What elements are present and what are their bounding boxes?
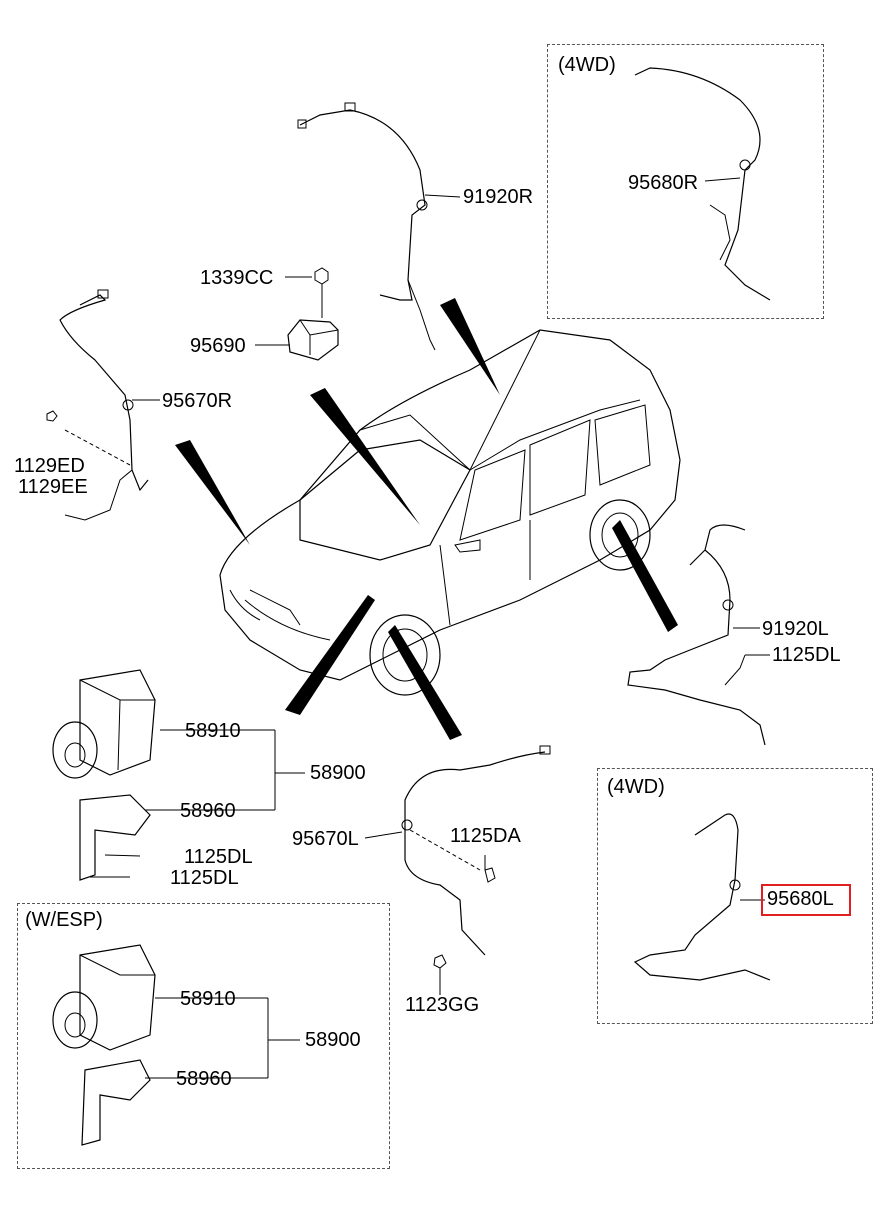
box-title-4wd-top: (4WD): [558, 54, 616, 76]
part-label-95670L: 95670L: [292, 828, 359, 850]
hecu-assembly-b: [52, 944, 300, 1146]
part-label-58900-b: 58900: [305, 1029, 361, 1051]
part-label-91920R: 91920R: [463, 186, 534, 208]
option-box-4wd-bottom: [597, 768, 873, 1024]
part-label-1125DL-right: 1125DL: [772, 644, 841, 666]
harness-95680R: [634, 67, 771, 301]
part-label-1339CC: 1339CC: [200, 267, 274, 289]
part-label-58910-b: 58910: [180, 988, 236, 1010]
harness-91920R: [297, 102, 461, 351]
part-label-95690: 95690: [190, 335, 246, 357]
box-title-wesp: (W/ESP): [25, 909, 103, 931]
harness-95670L: [364, 745, 551, 995]
part-label-58900-a: 58900: [310, 762, 366, 784]
part-label-91920L: 91920L: [762, 618, 829, 640]
harness-95670R: [46, 289, 160, 521]
part-label-1125DL-a: 1125DL: [184, 846, 253, 868]
hecu-assembly-a: [52, 669, 305, 881]
highlight-95680L: [761, 884, 851, 916]
part-label-95680L[interactable]: 95680L: [767, 888, 834, 910]
module-95690: [255, 267, 339, 361]
vehicle-illustration: [219, 329, 681, 696]
pointer-wedges: [175, 298, 678, 740]
part-label-1123GG: 1123GG: [405, 994, 480, 1016]
part-label-1129EE: 1129EE: [18, 476, 88, 498]
part-label-58960-b: 58960: [176, 1068, 232, 1090]
option-box-wesp: [17, 903, 390, 1169]
box-title-4wd-bottom: (4WD): [607, 776, 665, 798]
part-label-95670R: 95670R: [162, 390, 233, 412]
harness-95680L: [633, 813, 771, 981]
option-box-4wd-top: [547, 44, 824, 319]
part-label-58960-a: 58960: [180, 800, 236, 822]
part-label-1129ED: 1129ED: [14, 455, 85, 477]
part-label-58910-a: 58910: [185, 720, 241, 742]
part-label-95680R: 95680R: [628, 172, 699, 194]
part-label-1125DL-b: 1125DL: [170, 867, 239, 889]
harness-91920L: [627, 524, 770, 746]
part-label-1125DA: 1125DA: [450, 825, 521, 847]
